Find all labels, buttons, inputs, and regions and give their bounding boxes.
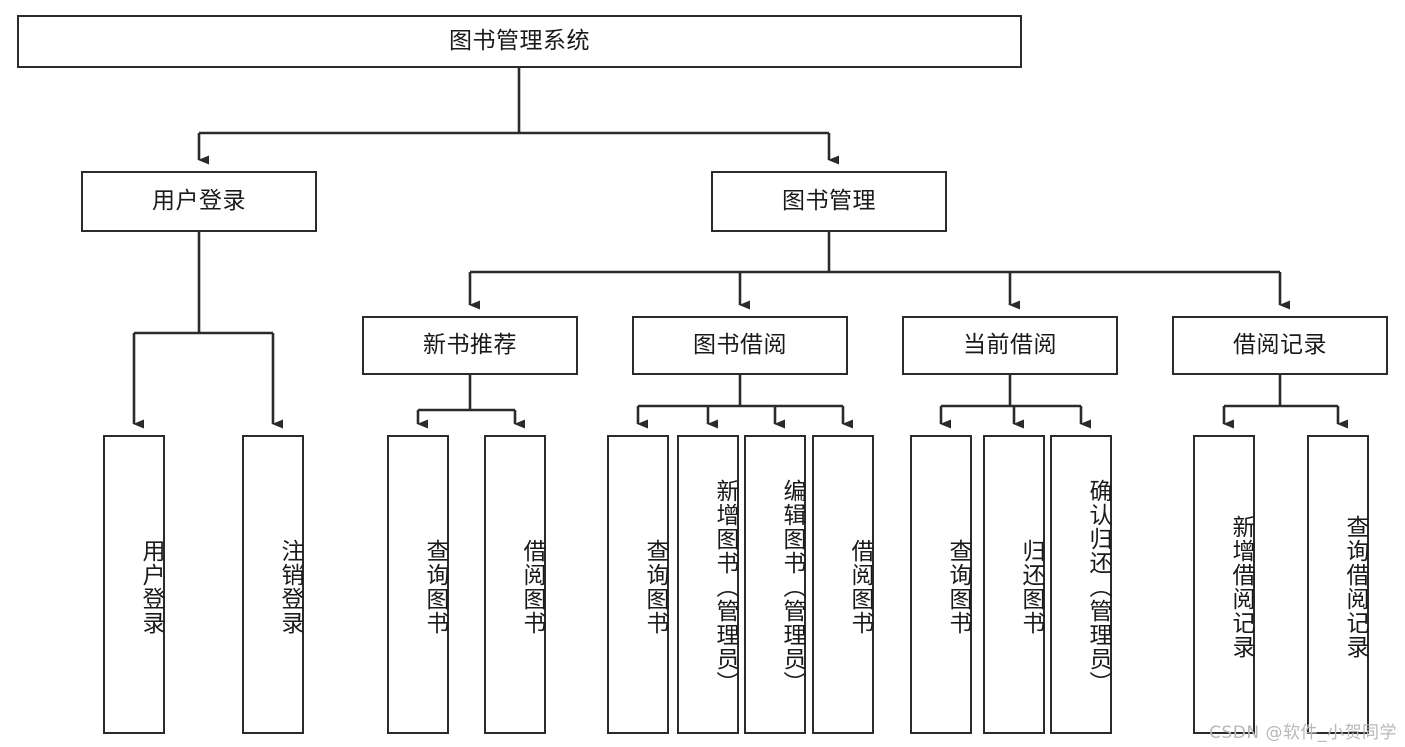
edges-borrowrecord-to-leaves xyxy=(1222,375,1348,429)
node-label: 新增借阅记录 xyxy=(1228,514,1254,659)
node-label: 新增图书（管理员） xyxy=(712,478,738,695)
node-label: 查询图书 xyxy=(642,538,668,635)
node-leaf-user-logout[interactable]: 注销登录 xyxy=(242,435,304,734)
node-label: 借阅记录 xyxy=(1233,331,1327,358)
node-leaf-query-borrow-record[interactable]: 查询借阅记录 xyxy=(1307,435,1369,734)
node-leaf-query-book-3[interactable]: 查询图书 xyxy=(910,435,972,734)
node-book-borrow[interactable]: 图书借阅 xyxy=(632,316,848,375)
node-label: 新书推荐 xyxy=(423,331,517,358)
node-label: 注销登录 xyxy=(277,538,303,635)
node-label: 编辑图书（管理员） xyxy=(779,478,805,695)
node-leaf-edit-book-admin[interactable]: 编辑图书（管理员） xyxy=(744,435,806,734)
edges-bookborrow-to-leaves xyxy=(636,375,853,429)
node-borrow-record[interactable]: 借阅记录 xyxy=(1172,316,1388,375)
node-label: 借阅图书 xyxy=(847,538,873,635)
node-leaf-query-book-1[interactable]: 查询图书 xyxy=(387,435,449,734)
edges-newbook-to-leaves xyxy=(416,375,525,429)
node-user-login[interactable]: 用户登录 xyxy=(81,171,317,232)
node-leaf-borrow-book-1[interactable]: 借阅图书 xyxy=(484,435,546,734)
node-leaf-add-book-admin[interactable]: 新增图书（管理员） xyxy=(677,435,739,734)
node-current-borrow[interactable]: 当前借阅 xyxy=(902,316,1118,375)
node-leaf-confirm-return-admin[interactable]: 确认归还（管理员） xyxy=(1050,435,1112,734)
node-root-book-management-system[interactable]: 图书管理系统 xyxy=(17,15,1022,68)
node-label: 归还图书 xyxy=(1018,538,1044,635)
node-leaf-add-borrow-record[interactable]: 新增借阅记录 xyxy=(1193,435,1255,734)
edges-bookmanage-to-level3 xyxy=(468,232,1290,310)
node-leaf-return-book[interactable]: 归还图书 xyxy=(983,435,1045,734)
node-label: 图书借阅 xyxy=(693,331,787,358)
node-leaf-user-login[interactable]: 用户登录 xyxy=(103,435,165,734)
node-label: 图书管理 xyxy=(782,187,876,214)
node-label: 当前借阅 xyxy=(963,331,1057,358)
node-label: 用户登录 xyxy=(152,187,246,214)
node-new-book-recommend[interactable]: 新书推荐 xyxy=(362,316,578,375)
node-label: 用户登录 xyxy=(138,538,164,635)
node-label: 查询图书 xyxy=(422,538,448,635)
node-label: 查询借阅记录 xyxy=(1342,514,1368,659)
node-label: 查询图书 xyxy=(945,538,971,635)
node-leaf-query-book-2[interactable]: 查询图书 xyxy=(607,435,669,734)
node-label: 图书管理系统 xyxy=(449,27,590,54)
edges-root-to-level2 xyxy=(197,68,839,165)
edges-userlogin-to-leaves xyxy=(132,232,283,429)
node-leaf-borrow-book-2[interactable]: 借阅图书 xyxy=(812,435,874,734)
node-label: 借阅图书 xyxy=(519,538,545,635)
csdn-watermark: CSDN @软件_小贺同学 xyxy=(1209,723,1397,743)
node-label: 确认归还（管理员） xyxy=(1085,478,1111,695)
node-book-manage[interactable]: 图书管理 xyxy=(711,171,947,232)
edges-currentborrow-to-leaves xyxy=(939,375,1091,429)
